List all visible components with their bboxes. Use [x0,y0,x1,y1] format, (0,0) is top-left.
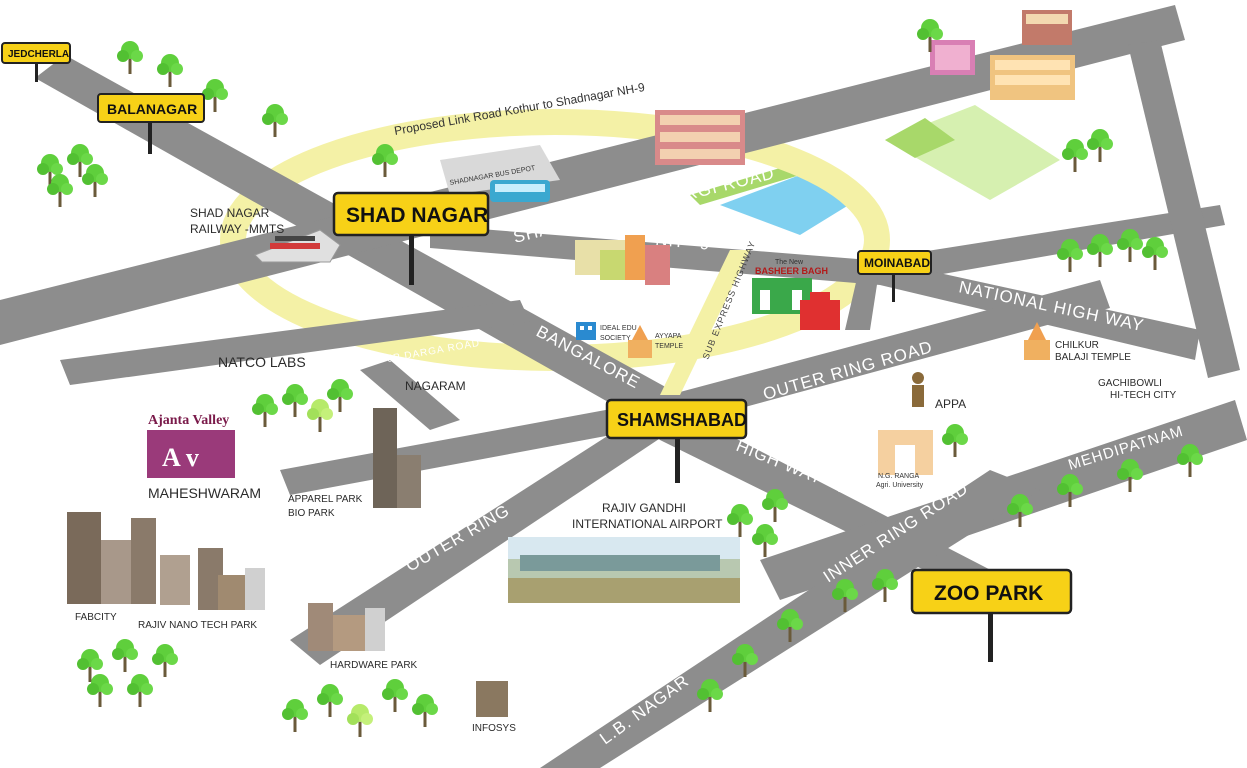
city-buildings [655,10,1075,165]
chilkur-temple: CHILKUR BALAJI TEMPLE [1024,322,1131,363]
svg-text:SHAD NAGAR: SHAD NAGAR [346,204,488,227]
road-moinabad-stub [845,265,880,330]
label-infosys: INFOSYS [472,723,516,734]
svg-text:MOINABAD: MOINABAD [864,256,930,270]
svg-text:ZOO PARK: ZOO PARK [934,582,1043,605]
label-railway-2: RAILWAY -MMTS [190,222,284,236]
appa-icon: APPA [912,372,966,411]
svg-text:AYYAPA: AYYAPA [655,333,682,340]
svg-text:N.G. RANGA: N.G. RANGA [878,473,920,480]
sign-shamshabad: SHAMSHABAD [605,398,748,483]
label-apparel: APPAREL PARK [288,494,363,505]
svg-text:BALANAGAR: BALANAGAR [107,101,197,117]
svg-text:TEMPLE: TEMPLE [655,343,683,350]
bus-depot: SHADNAGAR BUS DEPOT [440,145,560,202]
svg-text:CHILKUR: CHILKUR [1055,340,1099,351]
apparel-park-towers [373,408,421,508]
sign-shad-nagar: SHAD NAGAR [332,191,490,285]
svg-text:The New: The New [775,259,804,266]
svg-text:Agri. University: Agri. University [876,482,924,489]
airport-image [508,537,740,603]
label-fabcity: FABCITY [75,612,117,623]
svg-text:IDEAL EDU: IDEAL EDU [600,325,637,332]
green-field [690,165,800,205]
label-maheshwaram: MAHESHWARAM [148,485,261,501]
label-railway: SHAD NAGAR [190,206,270,220]
road-network [0,5,1247,768]
red-temple-icon [800,292,840,330]
svg-text:SHAMSHABAD: SHAMSHABAD [617,410,747,430]
svg-text:APPA: APPA [935,397,966,411]
label-nanotech: RAJIV NANO TECH PARK [138,620,257,631]
road-outer-ring [290,415,680,665]
label-nagaram: NAGARAM [405,379,466,393]
svg-text:BALAJI TEMPLE: BALAJI TEMPLE [1055,352,1131,363]
gachibowli-label-2: HI-TECH CITY [1110,390,1176,401]
road-east-vertical [1128,40,1240,378]
svg-text:JEDCHERLA: JEDCHERLA [8,49,69,60]
road-sub-express [660,250,750,395]
road-outer-ring-road [650,280,1110,430]
ajanta-valley-logo: Ajanta Valley A v [147,413,235,478]
ng-ranga-university: N.G. RANGA Agri. University [876,430,933,489]
svg-text:A v: A v [162,443,199,472]
infosys-building [476,681,508,717]
label-bio-park: BIO PARK [288,508,335,519]
ideal-edu-society: IDEAL EDU SOCIETY [576,322,637,342]
hardware-park-buildings [308,603,385,651]
label-airport: RAJIV GANDHI [602,501,686,515]
svg-text:Ajanta Valley: Ajanta Valley [148,413,229,428]
svg-text:SOCIETY: SOCIETY [600,335,631,342]
fabcity-buildings [67,512,265,610]
road-nagaram [360,360,460,430]
label-airport-2: INTERNATIONAL AIRPORT [572,517,723,531]
road-jp-darga [60,300,530,385]
label-hardware: HARDWARE PARK [330,660,418,671]
svg-text:BASHEER BAGH: BASHEER BAGH [755,266,828,276]
label-natco: NATCO LABS [218,354,306,370]
apartment-block [575,235,670,285]
gachibowli-label: GACHIBOWLI [1098,378,1162,389]
train-icon [254,229,341,263]
sign-jedcherla: JEDCHERLA [1,42,71,82]
ayyapa-temple: AYYAPA TEMPLE [628,325,683,358]
road-nh7 [35,55,1010,600]
sign-moinabad: MOINABAD [857,250,932,302]
green-field [885,118,955,158]
sign-zoo-park: ZOO PARK [910,568,1073,662]
sign-balanagar: BALANAGAR [97,93,205,154]
